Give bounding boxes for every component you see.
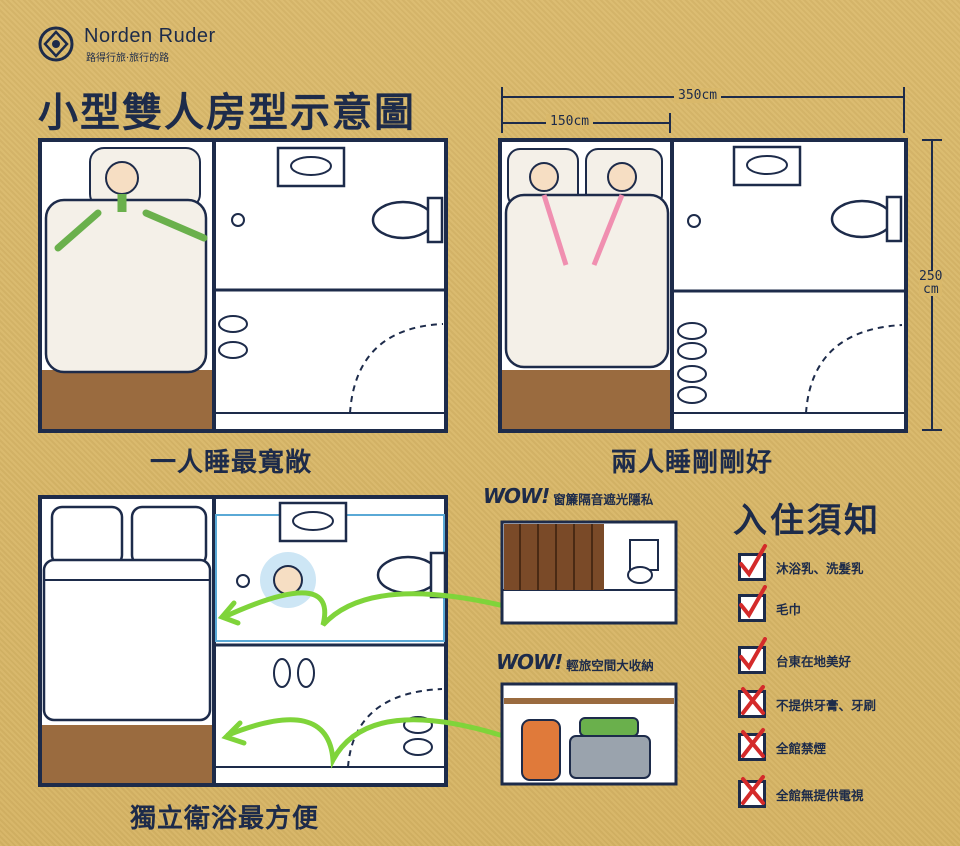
notice-title: 入住須知 xyxy=(733,501,881,541)
depth-unit: cm xyxy=(923,282,939,297)
cross-icon xyxy=(738,775,766,808)
double-room-caption: 兩人睡剛剛好 xyxy=(611,448,774,478)
feature-storage-header: WOW! 輕旅空間大收納 xyxy=(496,650,654,674)
brand-name: Norden Ruder xyxy=(84,25,216,47)
page-title: 小型雙人房型示意圖 xyxy=(38,90,416,136)
notice-item-label: 全館禁煙 xyxy=(776,740,827,756)
notice-item-label: 不提供牙膏、牙刷 xyxy=(776,697,877,713)
wow-badge: WOW! xyxy=(496,650,563,674)
cross-icon xyxy=(738,685,766,718)
notice-item-label: 台東在地美好 xyxy=(776,653,852,669)
feature-curtain-label: 窗簾隔音遮光隱私 xyxy=(553,492,654,507)
notice-item: 台東在地美好 xyxy=(738,637,948,675)
notice-item: 不提供牙膏、牙刷 xyxy=(738,685,948,719)
norden-ruder-logo-icon xyxy=(38,26,74,62)
notice-item-label: 全館無提供電視 xyxy=(776,787,864,803)
storage-illustration xyxy=(500,682,678,786)
curtain-illustration xyxy=(500,520,678,625)
feature-storage-label: 輕旅空間大收納 xyxy=(566,658,654,673)
checkmark-icon xyxy=(738,637,767,674)
bathroom-caption: 獨立衛浴最方便 xyxy=(130,804,320,834)
depth-value: 250 xyxy=(919,269,943,284)
bathroom-floorplan xyxy=(38,495,503,787)
notice-item-label: 毛巾 xyxy=(776,601,802,617)
brand-tagline: 路得行旅·旅行的路 xyxy=(86,53,170,64)
checkmark-icon xyxy=(738,544,767,581)
notice-item-label: 沐浴乳、洗髮乳 xyxy=(776,560,864,576)
notice-item: 全館無提供電視 xyxy=(738,775,948,809)
cross-icon xyxy=(738,728,766,761)
width-bed-label: 150cm xyxy=(546,114,594,129)
width-total-label: 350cm xyxy=(674,88,722,103)
double-room-floorplan xyxy=(498,87,942,433)
notice-item: 毛巾 xyxy=(738,585,948,623)
checkmark-icon xyxy=(738,585,767,622)
wow-badge: WOW! xyxy=(483,484,550,508)
single-room-floorplan xyxy=(38,138,448,433)
notice-item: 沐浴乳、洗髮乳 xyxy=(738,544,948,582)
feature-curtain-header: WOW! 窗簾隔音遮光隱私 xyxy=(483,484,653,508)
single-room-caption: 一人睡最寬敞 xyxy=(150,448,313,478)
notice-item: 全館禁煙 xyxy=(738,728,948,762)
